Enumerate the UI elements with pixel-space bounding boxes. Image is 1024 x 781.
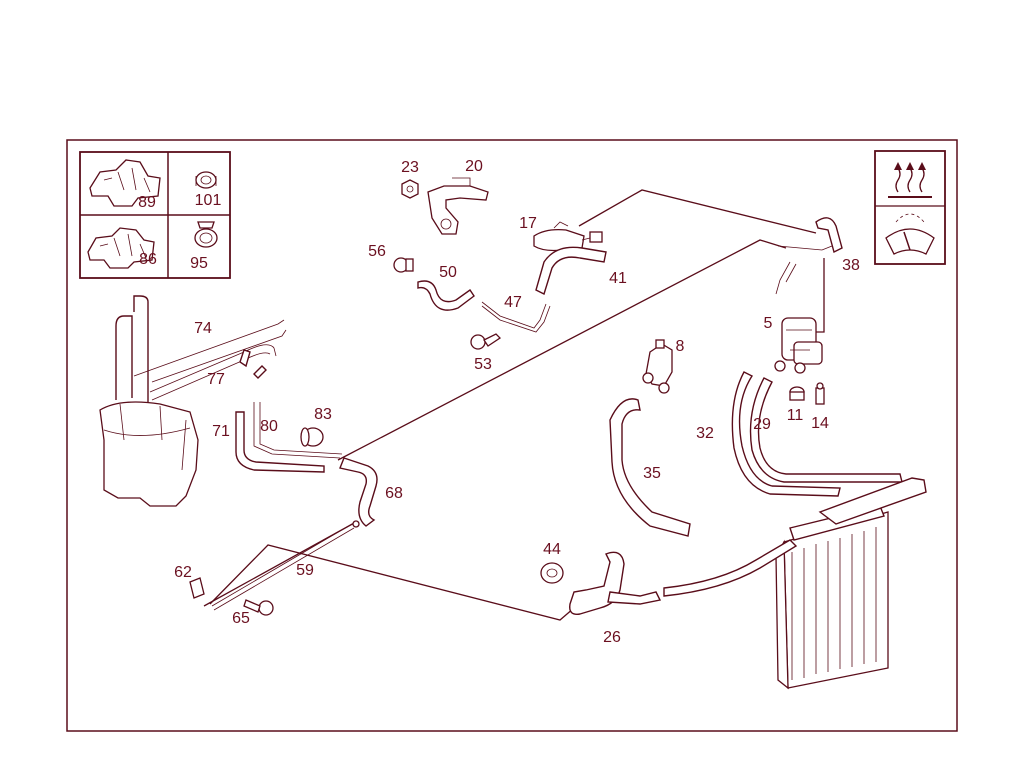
pipe-80-drawing[interactable] [253,402,343,459]
callout-35[interactable]: 35 [643,465,661,482]
rod-59-drawing[interactable] [211,520,360,611]
callout-89[interactable]: 89 [138,194,156,211]
callout-65[interactable]: 65 [232,610,250,627]
callout-95[interactable]: 95 [190,255,208,272]
hose-35-drawing[interactable] [609,398,691,537]
callout-44[interactable]: 44 [543,541,561,558]
windshield-defrost-icon [885,213,935,255]
callout-59[interactable]: 59 [296,562,314,579]
screw-53-drawing[interactable] [470,333,502,350]
callout-20[interactable]: 20 [465,158,483,175]
nut-23-drawing[interactable] [401,179,419,199]
callout-23[interactable]: 23 [401,159,419,176]
callout-77[interactable]: 77 [207,371,225,388]
pipe-29-drawing[interactable] [749,377,903,483]
callout-38[interactable]: 38 [842,257,860,274]
callout-86[interactable]: 86 [139,251,157,268]
callout-17[interactable]: 17 [519,215,537,232]
callout-71[interactable]: 71 [212,423,230,440]
heater-airflow-icon [888,162,932,198]
diagram-frame [66,139,958,732]
bolt-65-drawing[interactable] [243,599,274,616]
grommet-101-drawing[interactable] [195,171,217,189]
callout-68[interactable]: 68 [385,485,403,502]
small-parts-inset [79,151,231,279]
hose-68-drawing[interactable] [339,457,378,527]
clip-89-drawing[interactable] [89,159,161,207]
callout-101[interactable]: 101 [195,192,222,209]
cap-11-drawing[interactable] [789,386,805,401]
hose-41-drawing[interactable] [535,246,607,295]
valve-8-drawing[interactable] [642,339,673,394]
callout-14[interactable]: 14 [811,415,829,432]
callout-labels: 89 101 86 95 23 20 17 41 56 50 47 53 74 … [138,158,860,646]
callout-8[interactable]: 8 [676,338,685,355]
leader-lines [203,189,825,621]
callout-11[interactable]: 11 [787,407,804,424]
callout-32[interactable]: 32 [696,425,714,442]
clip-86-drawing[interactable] [87,227,155,269]
callout-47[interactable]: 47 [504,294,522,311]
callout-83[interactable]: 83 [314,406,332,423]
bracket-20-drawing[interactable] [427,177,489,235]
hose-26-drawing[interactable] [569,551,662,615]
hose-50-drawing[interactable] [417,280,475,311]
reservoir-tank-drawing[interactable] [99,401,199,507]
callout-62[interactable]: 62 [174,564,192,581]
callout-53[interactable]: 53 [474,356,492,373]
pipe-74-drawing[interactable] [115,295,287,402]
clip-62-drawing[interactable] [189,577,205,599]
pipe-32-drawing[interactable] [731,371,841,497]
callout-26[interactable]: 26 [603,629,621,646]
valve-block-5-drawing[interactable] [774,317,823,374]
heater-core-drawing[interactable] [663,477,927,690]
clamp-95-drawing[interactable] [194,221,218,248]
plug-14-drawing[interactable] [815,382,825,405]
callout-56[interactable]: 56 [368,243,386,260]
sensor-17-drawing[interactable] [533,221,603,252]
grommet-44-drawing[interactable] [540,562,564,584]
pipe-77-drawing[interactable] [149,344,277,401]
callout-50[interactable]: 50 [439,264,457,281]
grommet-83-drawing[interactable] [300,427,324,447]
hose-38-drawing[interactable] [775,217,843,295]
tube-47-drawing[interactable] [481,301,551,333]
screw-56-drawing[interactable] [393,257,414,273]
callout-74[interactable]: 74 [194,320,212,337]
pipe-71-drawing[interactable] [235,411,325,473]
callout-80[interactable]: 80 [260,418,278,435]
callout-29[interactable]: 29 [753,416,771,433]
function-icon-box [874,150,946,265]
callout-41[interactable]: 41 [609,270,627,287]
callout-5[interactable]: 5 [764,315,773,332]
